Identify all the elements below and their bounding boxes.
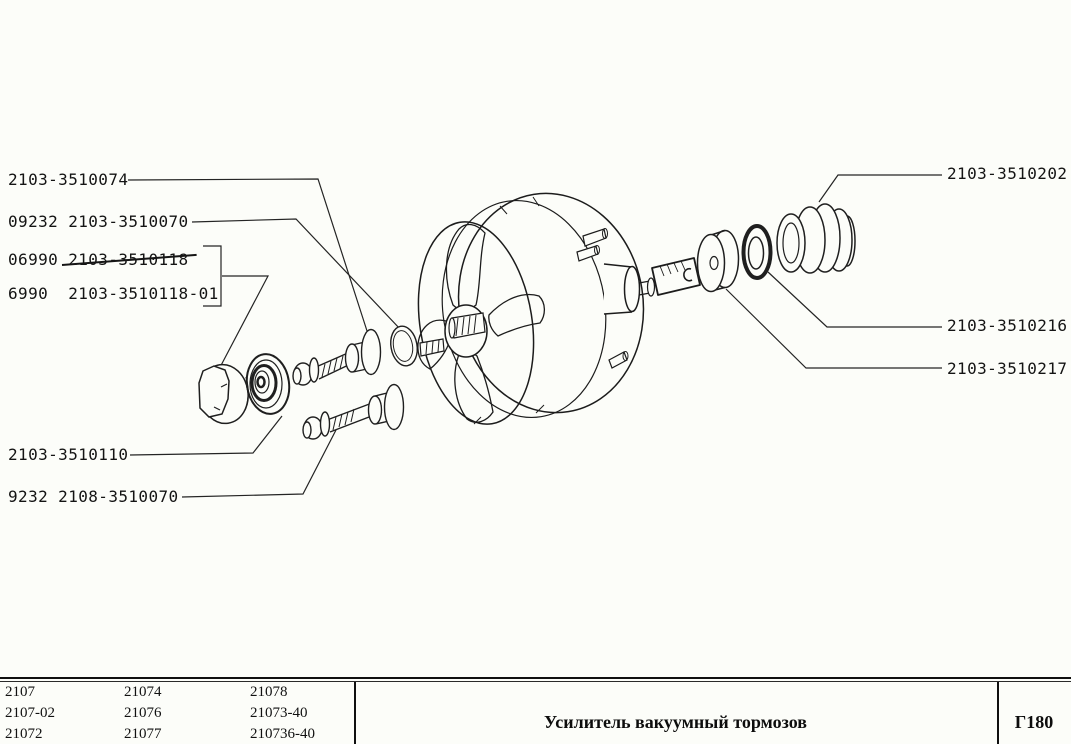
leader-2103-3510202: [818, 174, 942, 203]
model-cell: 21073-40: [250, 705, 308, 721]
disc-part: [696, 229, 740, 293]
model-cell: 21077: [124, 726, 162, 742]
fan-blade-bottom: [454, 350, 494, 423]
part-label-2103-3510202: 2103-3510202: [947, 164, 1068, 183]
part-label-2103-3510110: 2103-3510110: [8, 445, 129, 464]
boot-part: [776, 203, 856, 274]
model-cell: 210736-40: [250, 726, 315, 742]
output-rod: [603, 257, 701, 315]
leader-lines: [127, 174, 942, 498]
model-cell: 2107: [5, 684, 35, 700]
leader-9232-2108-3510070: [181, 429, 337, 498]
sheet-code: Г180: [1014, 712, 1054, 732]
part-label-06990-2103-3510118: 06990 2103-3510118: [8, 250, 189, 269]
fan-blade-top: [445, 223, 486, 311]
bracket-2103-3510118: [203, 245, 222, 307]
table-divider-right: [997, 682, 999, 744]
model-cell: 21072: [5, 726, 43, 742]
table-top-rule: [0, 677, 1071, 679]
leader-2103-3510110: [129, 415, 283, 456]
part-label-2103-3510216: 2103-3510216: [947, 316, 1068, 335]
part-label-9232-2108-3510070: 9232 2108-3510070: [8, 487, 179, 506]
cap-part: [198, 363, 249, 425]
table-top-rule-thin: [0, 681, 1071, 682]
model-cell: 21076: [124, 705, 162, 721]
fan-blade-right: [488, 293, 546, 337]
part-label-2103-3510217: 2103-3510217: [947, 359, 1068, 378]
leader-2103-3510216: [767, 271, 942, 328]
model-cell: 21074: [124, 684, 162, 700]
leader-2103-3510118: [216, 275, 269, 374]
leader-2103-3510217: [725, 288, 942, 369]
leader-09232-2103-3510070: [191, 218, 402, 331]
model-cell: 21078: [250, 684, 288, 700]
part-label-09232-2103-3510070: 09232 2103-3510070: [8, 212, 189, 231]
seal-part: [245, 353, 291, 415]
booster-body: [417, 192, 645, 425]
washer-part: [390, 325, 418, 367]
clevis: [651, 257, 701, 296]
part-label-2103-3510074: 2103-3510074: [8, 170, 129, 189]
table-divider-left: [354, 682, 356, 744]
part-label-6990-2103-3510118-01: 6990 2103-3510118-01: [8, 284, 219, 303]
clevis-hole: [683, 267, 693, 282]
leader-2103-3510074: [127, 178, 369, 335]
model-cell: 2107-02: [5, 705, 55, 721]
seal-ring-part: [741, 224, 773, 280]
table-title: Усилитель вакуумный тормозов: [544, 712, 807, 732]
bolt-lower: [302, 383, 405, 440]
bolt-upper: [292, 328, 382, 386]
